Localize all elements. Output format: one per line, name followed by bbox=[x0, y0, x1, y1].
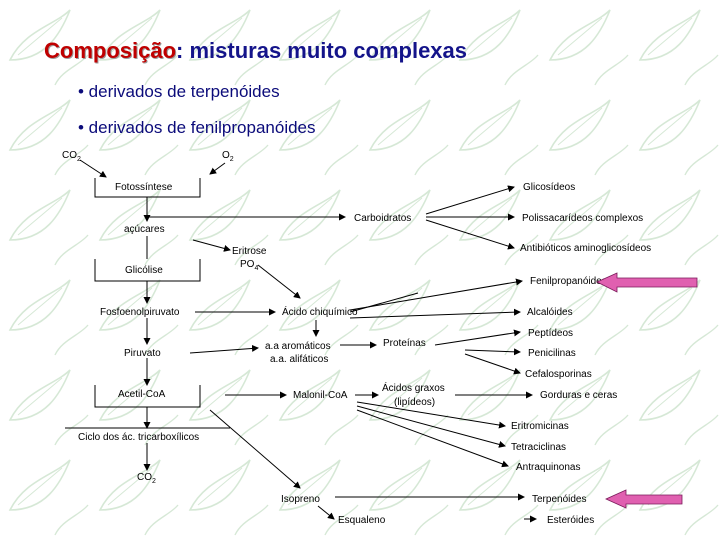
label-esteroides: Esteróides bbox=[547, 515, 594, 526]
label-co2-out: CO2 bbox=[137, 472, 156, 485]
emphasis-arrow-fenilpropanoides bbox=[597, 273, 697, 292]
label-acetil-coa: Acetil-CoA bbox=[118, 389, 166, 400]
label-fosfoenolpiruvato: Fosfoenolpiruvato bbox=[100, 307, 180, 318]
label-carboidratos: Carboidratos bbox=[354, 213, 411, 224]
label-aa-alifaticos: a.a. alifáticos bbox=[270, 354, 328, 365]
label-ciclo: Ciclo dos ác. tricarboxílicos bbox=[78, 432, 199, 443]
label-tetraciclinas: Tetraciclinas bbox=[511, 442, 566, 453]
label-penicilinas: Penicilinas bbox=[528, 348, 576, 359]
label-piruvato: Piruvato bbox=[124, 348, 161, 359]
label-fenilpropanoides: Fenilpropanóides bbox=[530, 276, 607, 287]
label-co2-in: CO2 bbox=[62, 150, 81, 163]
label-polissacarideos: Polissacarídeos complexos bbox=[522, 213, 643, 224]
label-lipideos: (lipídeos) bbox=[394, 397, 435, 408]
label-eritromicinas: Eritromicinas bbox=[511, 421, 569, 432]
label-gorduras: Gorduras e ceras bbox=[540, 390, 617, 401]
label-peptideos: Peptídeos bbox=[528, 328, 573, 339]
label-antibioticos: Antibióticos aminoglicosídeos bbox=[520, 243, 651, 254]
label-alcaloides: Alcalóides bbox=[527, 307, 573, 318]
label-acucares: açúcares bbox=[124, 224, 165, 235]
label-acidos-graxos: Ácidos graxos bbox=[382, 381, 445, 394]
branch-connectors bbox=[147, 187, 536, 519]
label-terpenoides: Terpenóides bbox=[532, 494, 586, 505]
label-malonil-coa: Malonil-CoA bbox=[293, 390, 348, 401]
label-proteinas: Proteínas bbox=[383, 338, 426, 349]
label-eritrose: Eritrose bbox=[232, 246, 267, 257]
label-aa-aromaticos: a.a aromáticos bbox=[265, 341, 331, 352]
label-acido-chiquimico: Ácido chiquímico bbox=[282, 305, 358, 318]
label-glicolise: Glicólise bbox=[125, 265, 163, 276]
emphasis-arrow-terpenoides bbox=[606, 490, 682, 508]
label-antraquinonas: Antraquinonas bbox=[516, 462, 581, 473]
label-cefalosporinas: Cefalosporinas bbox=[525, 369, 592, 380]
label-isopreno: Isopreno bbox=[281, 494, 320, 505]
label-po4: PO4 bbox=[240, 259, 258, 272]
label-fotossintese: Fotossíntese bbox=[115, 182, 173, 193]
label-o2: O2 bbox=[222, 150, 234, 163]
label-esqualeno: Esqualeno bbox=[338, 515, 386, 526]
label-glicosideos: Glicosídeos bbox=[523, 182, 575, 193]
